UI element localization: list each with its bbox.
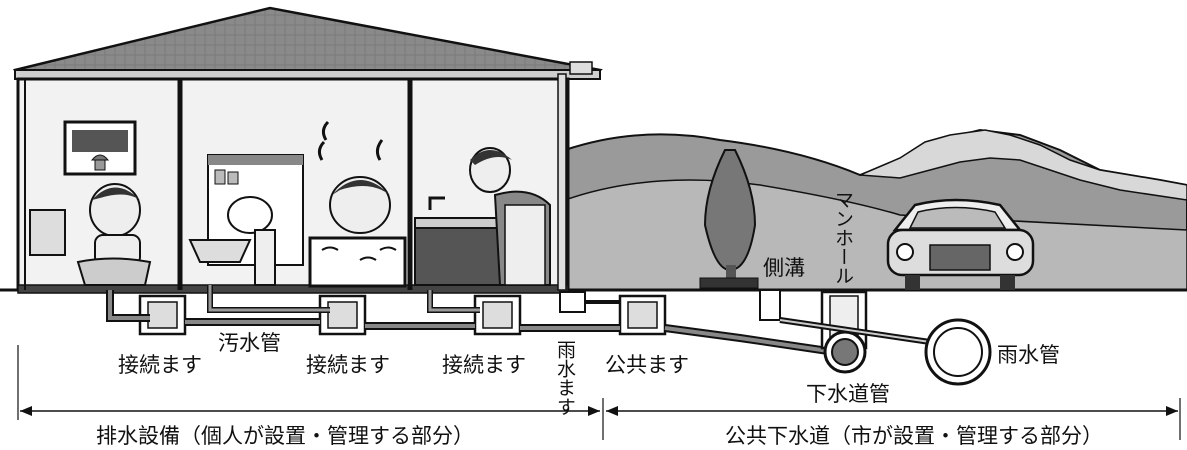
label-sewer-main: 下水道管 — [806, 382, 890, 406]
tree — [699, 149, 759, 289]
section-public-label: 公共下水道（市が設置・管理する部分） — [725, 424, 1103, 448]
label-rainwater-basin: 雨水ます — [553, 340, 576, 416]
extent-arrows — [17, 345, 1181, 440]
label-rainwater-pipe: 雨水管 — [997, 343, 1060, 367]
house — [13, 6, 603, 294]
label-sewage-pipe: 汚水管 — [218, 331, 281, 355]
section-private-label: 排水設備（個人が設置・管理する部分） — [96, 424, 474, 448]
mountains — [564, 128, 1187, 291]
label-connection-basin-3: 接続ます — [442, 353, 526, 377]
underground-pipes — [106, 285, 992, 386]
car — [886, 198, 1035, 290]
label-manhole: マンホール — [831, 190, 854, 285]
label-connection-basin-2: 接続ます — [306, 353, 390, 377]
label-side-ditch: 側溝 — [763, 256, 805, 280]
label-connection-basin-1: 接続ます — [118, 353, 202, 377]
label-public-basin: 公共ます — [605, 353, 689, 377]
